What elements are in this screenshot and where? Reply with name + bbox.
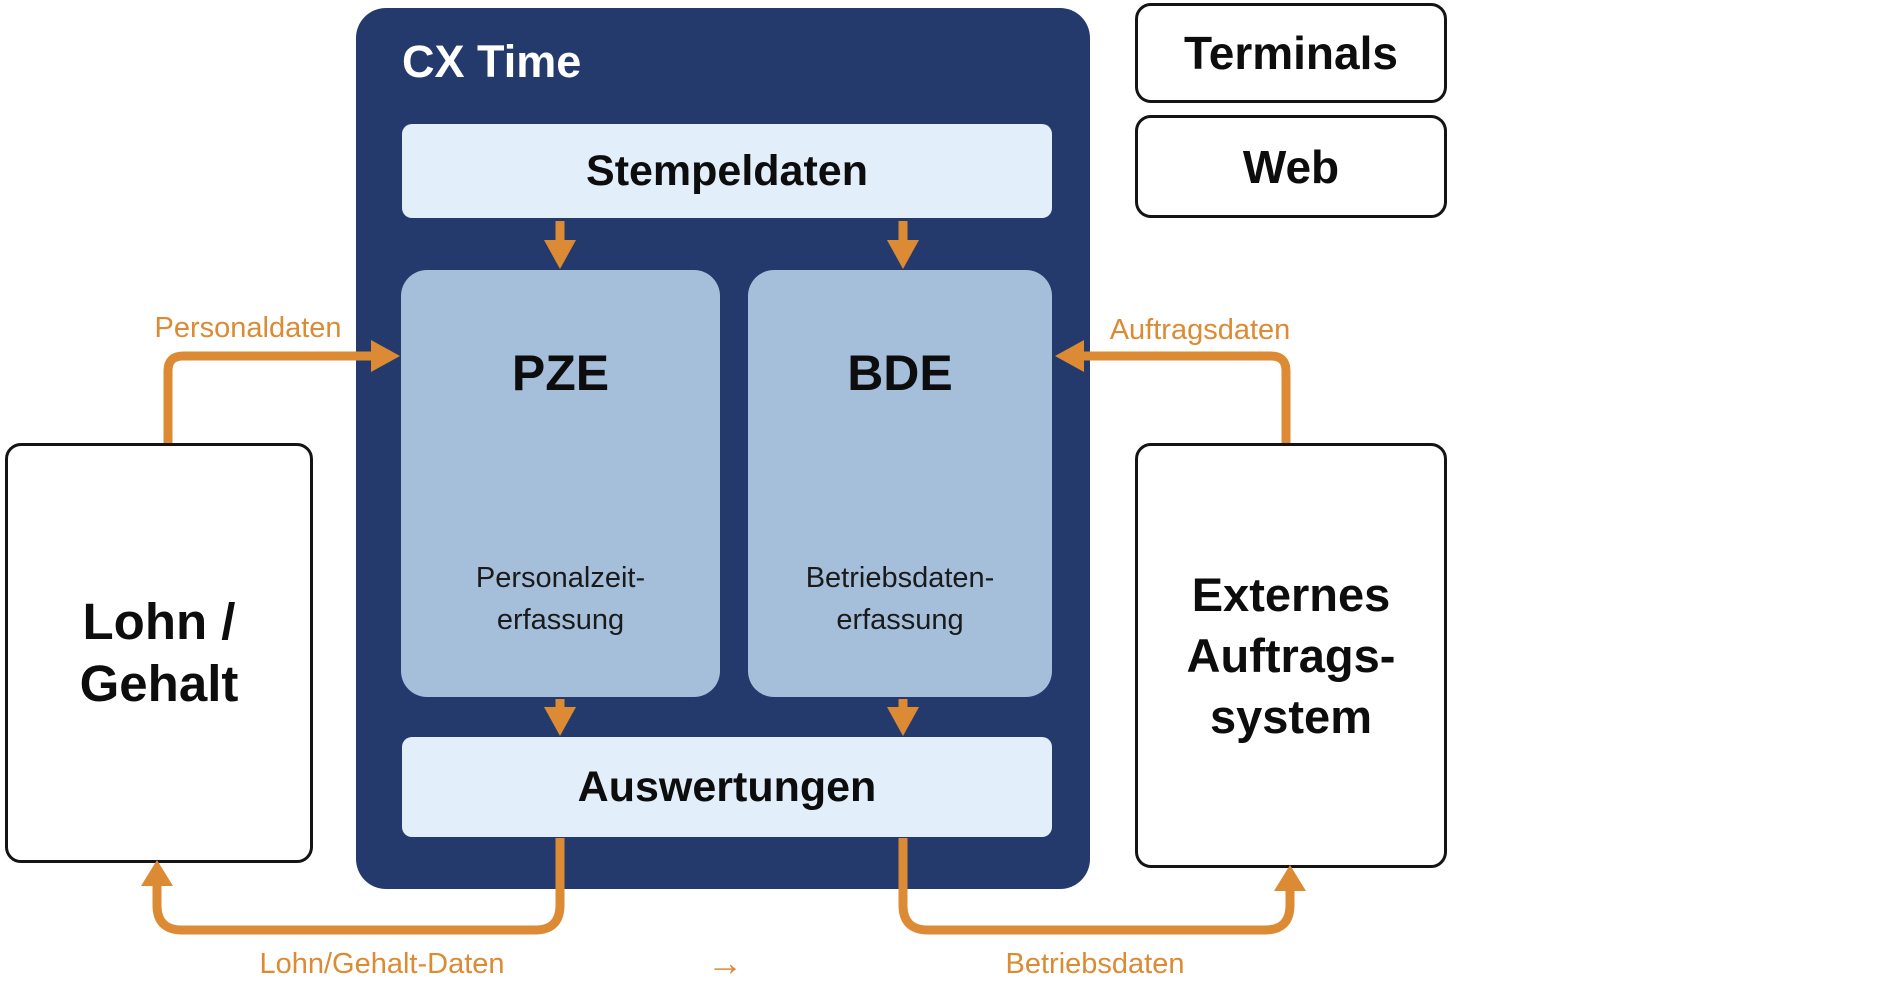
auftragsdaten-label: Auftragsdaten (1109, 314, 1291, 346)
stempeldaten-box: Stempeldaten (402, 124, 1052, 218)
bde-box: BDE Betriebsdaten- erfassung (748, 270, 1052, 697)
cx-time-title: CX Time (402, 36, 582, 87)
personaldaten-label: Personaldaten (154, 312, 342, 344)
bde-subtitle: Betriebsdaten- erfassung (805, 562, 995, 636)
betriebsdaten-label: Betriebsdaten (1005, 948, 1185, 980)
right-arrow-icon: → (707, 942, 743, 983)
auswertungen-box: Auswertungen (402, 737, 1052, 837)
pze-title: PZE (511, 345, 610, 401)
web-label: Web (1242, 140, 1340, 193)
terminals-box: Terminals (1135, 3, 1447, 103)
lohn-gehalt-label: Lohn / Gehalt (79, 593, 239, 712)
lohn-gehalt-daten-label: Lohn/Gehalt-Daten (259, 948, 505, 980)
bde-title: BDE (847, 345, 953, 401)
terminals-label: Terminals (1184, 27, 1398, 79)
externes-auftragssystem-label: Externes Auftrags- system (1186, 568, 1396, 743)
web-box: Web (1135, 115, 1447, 218)
pze-box: PZE Personalzeit- erfassung (401, 270, 720, 697)
stempeldaten-label: Stempeldaten (586, 146, 868, 195)
lohn-gehalt-box: Lohn / Gehalt (5, 443, 313, 863)
externes-auftragssystem-box: Externes Auftrags- system (1135, 443, 1447, 868)
pze-subtitle: Personalzeit- erfassung (475, 562, 646, 636)
auswertungen-label: Auswertungen (577, 762, 877, 811)
